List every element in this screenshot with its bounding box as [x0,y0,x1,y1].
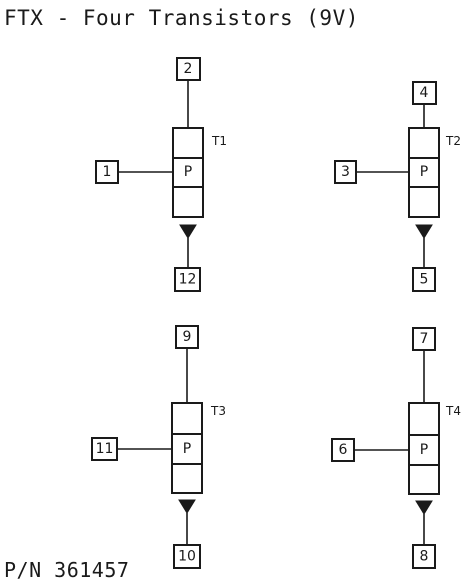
pin-box-bottom-t3 [173,544,201,569]
pin-label-left-t3: 11 [96,441,114,457]
pin-box-left-t1 [95,160,119,184]
transistor-t4: 7 6 P 8 T4 [331,327,461,569]
collector-segment-t4 [408,402,440,436]
pin-box-bottom-t4 [412,544,436,569]
base-label-t1: P [184,164,192,180]
pin-label-left-t2: 3 [341,164,350,180]
base-label-t4: P [420,442,428,458]
transistor-label-t2: T2 [445,134,461,148]
pin-label-bottom-t4: 8 [420,549,429,565]
pin-box-top-t1 [176,57,201,81]
pin-box-left-t3 [91,437,118,461]
emitter-segment-t2 [408,186,440,218]
pin-box-top-t2 [412,81,437,105]
transistor-t2: 4 3 P 5 T2 [334,81,461,292]
pin-label-top-t4: 7 [420,331,429,347]
base-segment-t1 [172,157,204,188]
emitter-arrow-t3 [178,499,196,514]
transistor-t1: 2 1 P 12 T1 [95,57,227,292]
base-segment-t4 [408,434,440,466]
emitter-arrow-t4 [415,500,433,515]
pin-box-left-t2 [334,160,357,184]
pin-box-top-t3 [175,325,199,349]
collector-segment-t3 [171,402,203,435]
transistor-t3: 9 11 P 10 T3 [91,325,226,569]
transistor-label-t4: T4 [445,404,461,418]
pin-label-bottom-t2: 5 [420,272,429,288]
emitter-segment-t4 [408,464,440,495]
base-segment-t3 [171,433,203,465]
pin-label-left-t1: 1 [103,164,112,180]
pin-label-top-t2: 4 [420,85,429,101]
pin-box-left-t4 [331,438,355,462]
pin-label-top-t1: 2 [184,61,193,77]
diagram-title: FTX - Four Transistors (9V) [4,6,359,30]
emitter-segment-t1 [172,186,204,218]
base-segment-t2 [408,157,440,188]
base-label-t3: P [183,441,191,457]
emitter-arrow-t2 [415,224,433,239]
part-number: P/N 361457 [4,558,130,582]
pin-label-bottom-t3: 10 [178,549,196,565]
emitter-arrow-t1 [179,224,197,239]
pin-label-top-t3: 9 [183,329,192,345]
pin-label-left-t4: 6 [339,442,348,458]
pin-box-top-t4 [412,327,436,351]
transistor-label-t3: T3 [210,404,226,418]
collector-segment-t2 [408,127,440,159]
base-label-t2: P [420,164,428,180]
pin-box-bottom-t1 [174,267,201,292]
emitter-segment-t3 [171,463,203,494]
collector-segment-t1 [172,127,204,159]
transistor-label-t1: T1 [211,134,227,148]
pin-box-bottom-t2 [412,267,436,292]
pin-label-bottom-t1: 12 [179,272,197,288]
